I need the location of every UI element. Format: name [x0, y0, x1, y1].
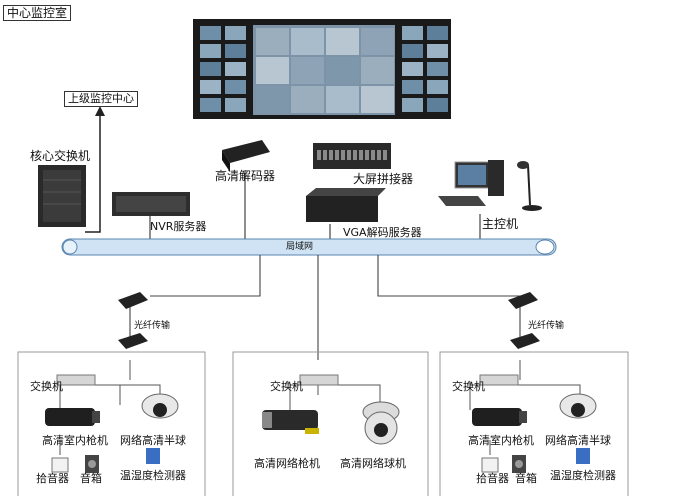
fiber-label-left: 光纤传输 — [134, 321, 171, 331]
splicer-port — [365, 150, 369, 160]
splicer-port — [359, 150, 363, 160]
screen-tile — [402, 44, 423, 58]
site1-speaker-label: 音箱 — [80, 472, 102, 485]
screen-tile — [291, 86, 324, 113]
splicer-port — [383, 150, 387, 160]
site1-cam-a-label: 高清室内枪机 — [42, 434, 108, 447]
network-bus — [61, 238, 557, 256]
trunk-links — [129, 255, 521, 360]
splicer-port — [335, 150, 339, 160]
site-switch-icons — [56, 374, 519, 386]
screen-tile — [326, 86, 359, 113]
screen-tile — [402, 98, 423, 112]
screen-tile — [326, 28, 359, 55]
screen-tile — [326, 57, 359, 84]
site2-switch-label: 交换机 — [270, 380, 303, 393]
site3-speaker-label: 音箱 — [515, 472, 537, 485]
splicer-port — [329, 150, 333, 160]
screen-tile — [225, 26, 246, 40]
splicer-icon — [313, 143, 391, 169]
screen-tile — [225, 98, 246, 112]
site3-mic-label: 拾音器 — [476, 472, 509, 485]
hd-decoder-label: 高清解码器 — [215, 169, 276, 183]
screen-tile — [361, 86, 394, 113]
screen-tile — [427, 44, 448, 58]
splicer-label: 大屏拼接器 — [353, 172, 414, 186]
screen-tile — [361, 57, 394, 84]
device-links — [149, 170, 481, 240]
splicer-port — [323, 150, 327, 160]
screen-tile — [402, 80, 423, 94]
screen-tile — [427, 98, 448, 112]
screen-tile — [225, 80, 246, 94]
screen-tile — [291, 28, 324, 55]
screen-tile — [256, 57, 289, 84]
site3-devices — [472, 393, 597, 473]
site1-mic-label: 拾音器 — [36, 472, 69, 485]
site-frames — [17, 351, 629, 496]
site2-cam-a-label: 高清网络枪机 — [254, 457, 320, 470]
uplink-arrow — [85, 106, 105, 233]
screen-tile — [291, 57, 324, 84]
vga-decoder-server-icon — [306, 188, 386, 222]
splicer-port — [341, 150, 345, 160]
site1-sensor-label: 温湿度检测器 — [120, 469, 186, 482]
screen-tile — [256, 86, 289, 113]
screen-tile — [427, 80, 448, 94]
site1-switch-label: 交换机 — [30, 380, 63, 393]
vga-decoder-label: VGA解码服务器 — [343, 226, 422, 239]
room-label: 中心监控室 — [3, 5, 72, 21]
screen-tile — [402, 26, 423, 40]
fiber-transceiver-icons — [118, 292, 540, 349]
screen-tile — [402, 62, 423, 76]
site1-devices — [45, 393, 179, 473]
screen-tile — [200, 44, 221, 58]
hd-decoder-icon — [222, 140, 270, 172]
screen-tile — [256, 28, 289, 55]
screen-tile — [200, 62, 221, 76]
site2-cam-b-label: 高清网络球机 — [340, 457, 406, 470]
fiber-label-right: 光纤传输 — [528, 321, 565, 331]
splicer-port — [317, 150, 321, 160]
screen-tile — [427, 26, 448, 40]
site3-switch-label: 交换机 — [452, 380, 485, 393]
splicer-port — [347, 150, 351, 160]
video-wall — [193, 19, 451, 119]
site3-cam-b-label: 网络高清半球 — [545, 434, 611, 447]
core-switch-label: 核心交换机 — [30, 149, 91, 163]
screen-tile — [427, 62, 448, 76]
screen-tile — [200, 26, 221, 40]
screen-tile — [225, 62, 246, 76]
network-bus-label: 局域网 — [286, 242, 314, 252]
nvr-server-icon — [112, 192, 190, 216]
nvr-server-label: NVR服务器 — [150, 220, 207, 233]
site2-devices — [262, 401, 400, 445]
screen-tile — [225, 44, 246, 58]
main-controller-icon — [438, 160, 542, 211]
site1-cam-b-label: 网络高清半球 — [120, 434, 186, 447]
core-switch-icon — [38, 165, 86, 227]
splicer-port — [371, 150, 375, 160]
screen-tile — [200, 80, 221, 94]
site3-sensor-label: 温湿度检测器 — [550, 469, 616, 482]
splicer-port — [377, 150, 381, 160]
screen-tile — [200, 98, 221, 112]
splicer-port — [353, 150, 357, 160]
site3-cam-a-label: 高清室内枪机 — [468, 434, 534, 447]
main-controller-label: 主控机 — [482, 217, 519, 231]
screen-tile — [361, 28, 394, 55]
upper-center-label: 上级监控中心 — [64, 91, 138, 107]
